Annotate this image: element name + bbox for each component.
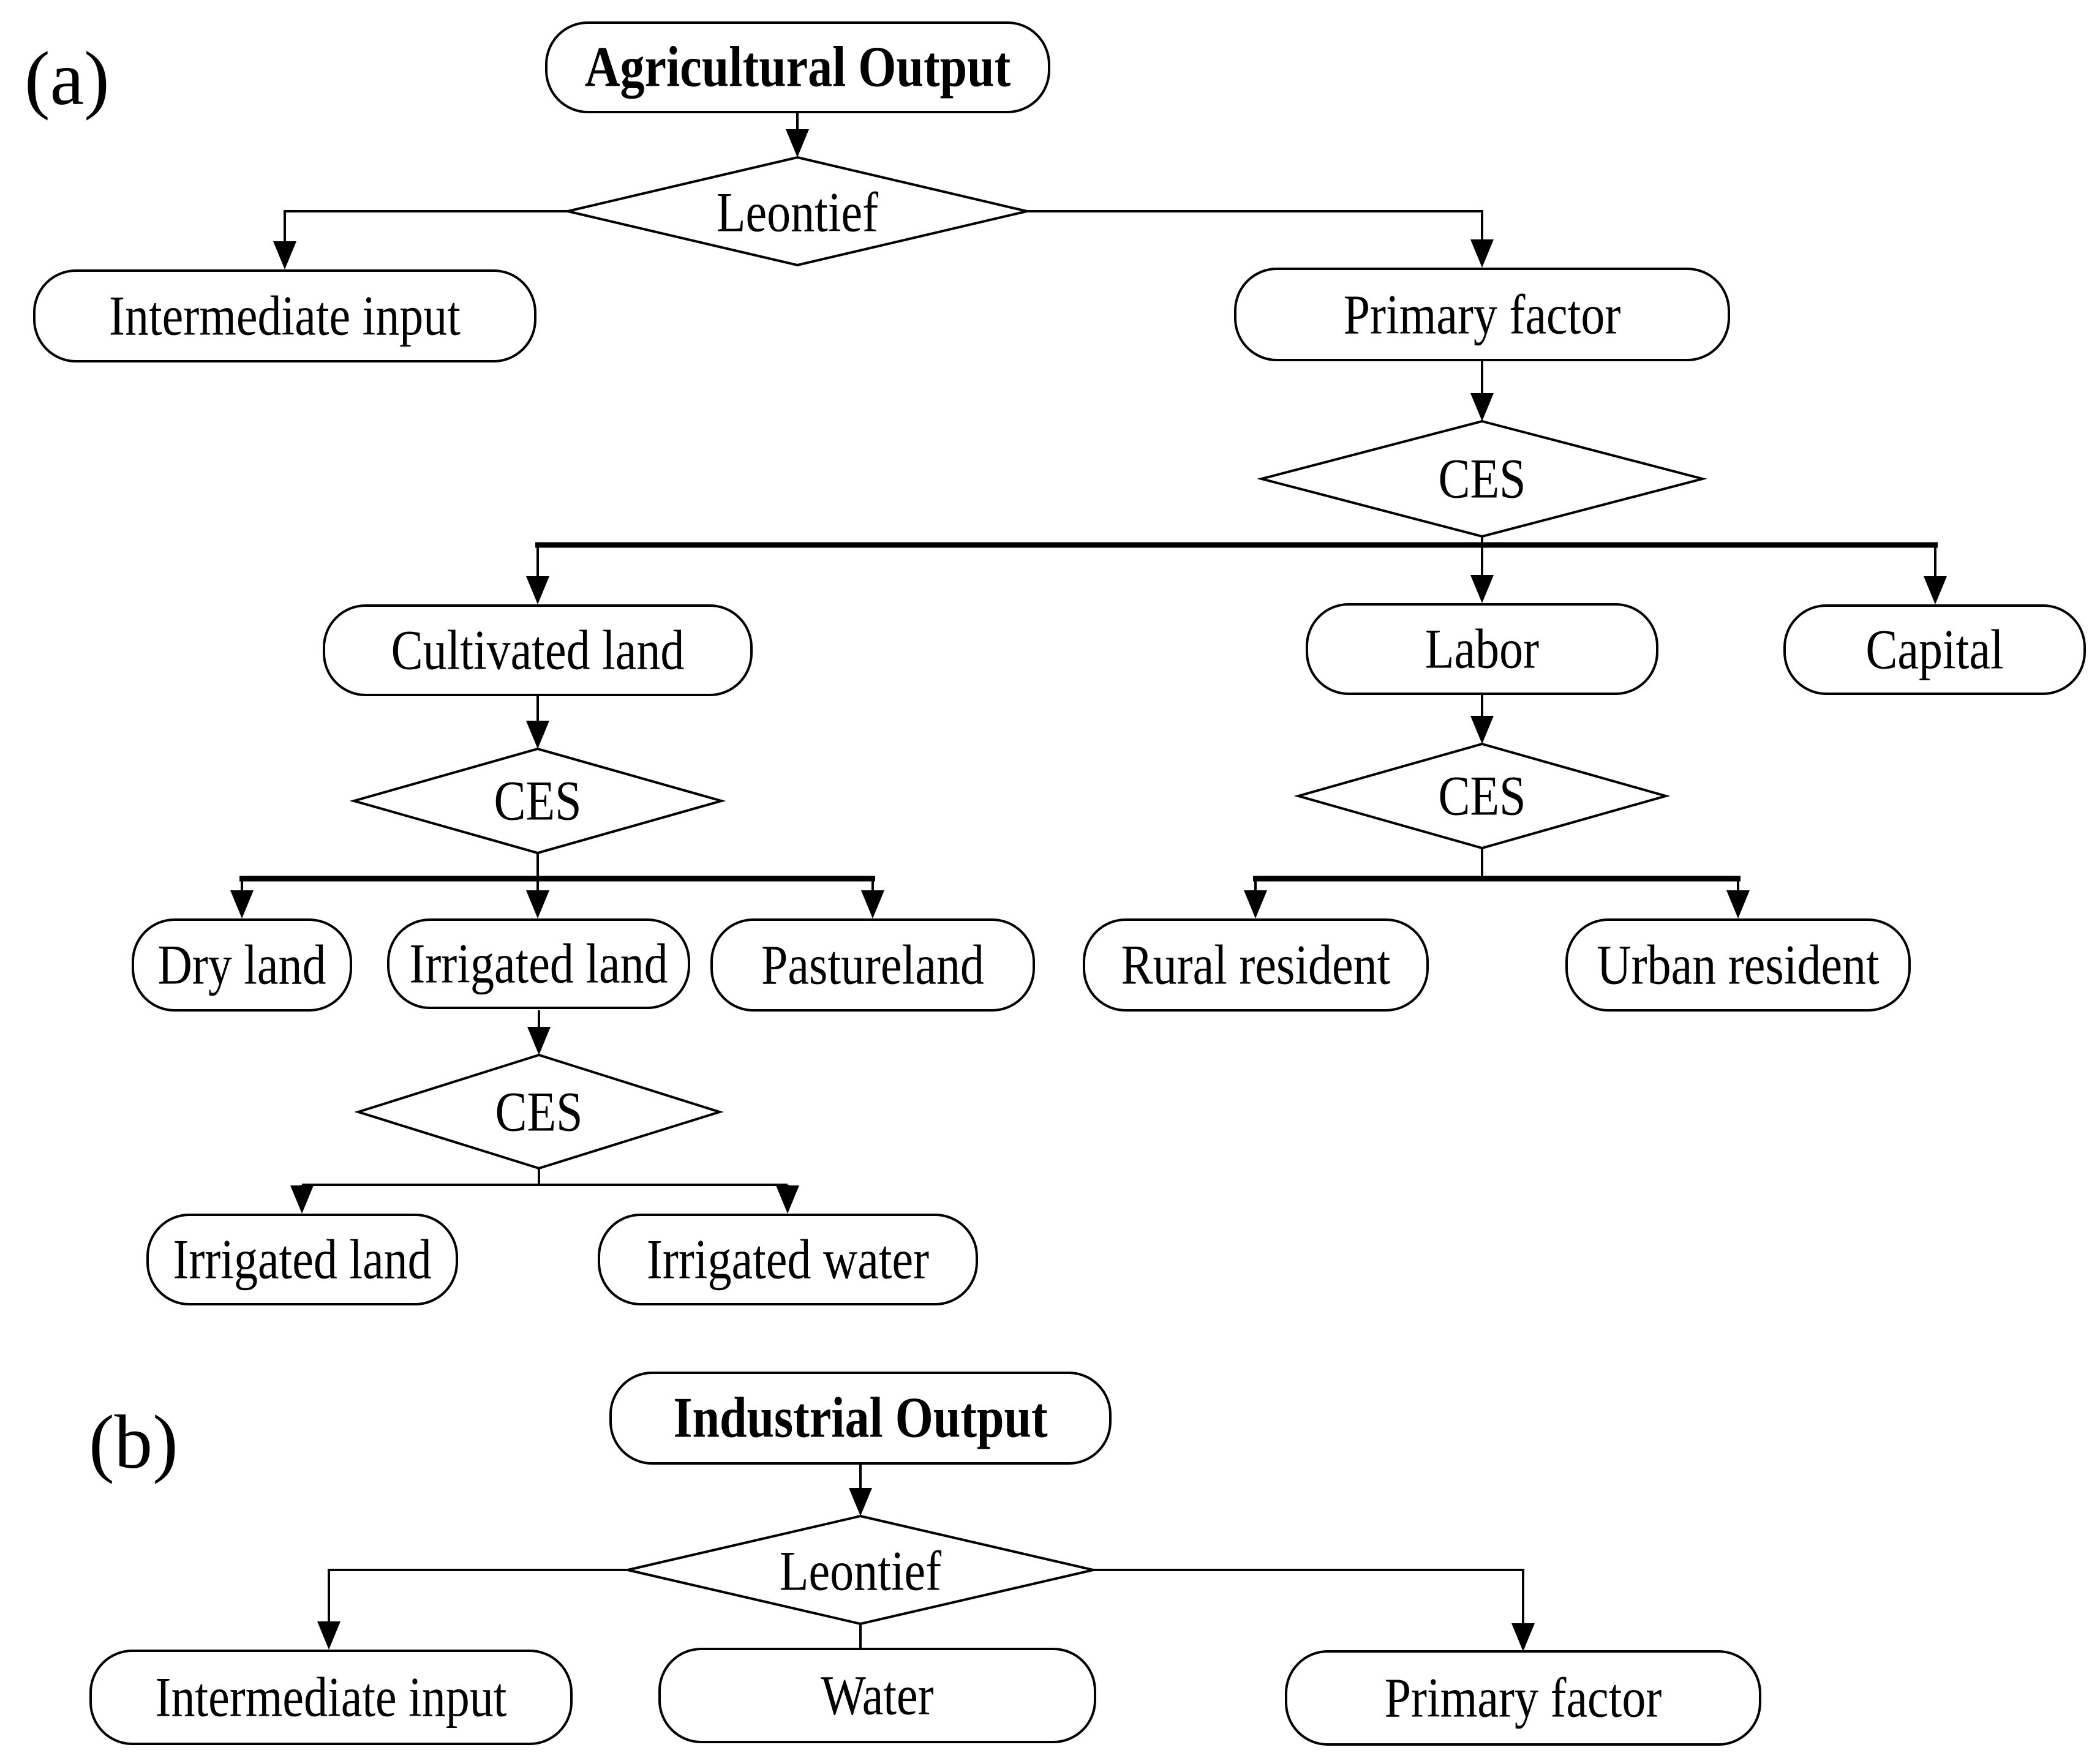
diamond-label-leontief-a: Leontief [716, 181, 879, 244]
node-intermediate-input-a: Intermediate input [33, 269, 536, 362]
arrowhead-icon [1470, 239, 1494, 268]
node-label: Cultivated land [391, 618, 685, 681]
node-capital: Capital [1783, 604, 2086, 695]
arrowhead-icon [290, 1185, 314, 1214]
node-label: Pastureland [761, 933, 984, 996]
diamond-label-ces-labor: CES [1438, 764, 1526, 827]
node-label: Industrial Output [673, 1386, 1048, 1450]
arrowhead-icon [849, 1488, 872, 1516]
node-dry-land: Dry land [132, 918, 352, 1012]
node-label: Irrigated land [409, 932, 668, 995]
arrowhead-icon [273, 241, 296, 269]
diamond-ces-primary [1257, 419, 1707, 538]
node-agricultural-output: Agricultural Output [545, 21, 1050, 113]
diamond-ces-labor [1293, 742, 1671, 850]
diamond-ces-cultivated [349, 747, 726, 855]
arrowhead-icon [230, 890, 254, 918]
node-irrigated-water: Irrigated water [598, 1214, 978, 1305]
node-label: Primary factor [1343, 282, 1621, 346]
node-label: Intermediate input [109, 284, 461, 347]
node-urban-resident: Urban resident [1565, 918, 1911, 1012]
node-pastureland: Pastureland [710, 918, 1035, 1012]
arrowhead-icon [1244, 890, 1267, 918]
diamond-ces-irrigated [354, 1053, 724, 1170]
arrowhead-icon [1470, 393, 1494, 421]
node-irrigated-land-leaf: Irrigated land [146, 1214, 458, 1305]
arrowhead-icon [786, 129, 809, 157]
node-rural-resident: Rural resident [1083, 918, 1429, 1012]
arrowhead-icon [317, 1621, 341, 1650]
panel-a-label: (a) [24, 37, 110, 121]
node-primary-factor-a: Primary factor [1234, 268, 1730, 361]
arrowhead-icon [527, 1027, 551, 1055]
node-label: Irrigated land [173, 1228, 432, 1291]
arrowhead-icon [861, 890, 884, 918]
node-label: Rural resident [1121, 933, 1391, 996]
diamond-leontief-a [567, 156, 1028, 267]
diamond-label-ces-cultivated: CES [494, 769, 582, 832]
diamond-label-ces-irrigated: CES [495, 1080, 583, 1143]
node-labor: Labor [1306, 603, 1658, 695]
node-label: Dry land [157, 933, 326, 996]
node-label: Capital [1865, 618, 2004, 681]
diamond-label-ces-primary: CES [1438, 447, 1526, 510]
node-label: Urban resident [1597, 933, 1880, 996]
arrowhead-icon [526, 721, 549, 749]
node-intermediate-input-b: Intermediate input [89, 1650, 573, 1745]
node-label: Agricultural Output [584, 35, 1011, 99]
diamond-leontief-b [627, 1514, 1094, 1626]
node-primary-factor-b: Primary factor [1285, 1650, 1761, 1746]
node-label: Intermediate input [155, 1665, 507, 1729]
arrowheads [230, 129, 1947, 1651]
arrowhead-icon [526, 576, 549, 604]
node-industrial-output: Industrial Output [609, 1372, 1112, 1465]
node-label: Irrigated water [646, 1228, 930, 1291]
arrowhead-icon [1726, 890, 1750, 918]
arrowhead-icon [776, 1185, 799, 1214]
arrowhead-icon [1511, 1623, 1535, 1651]
panel-b-label: (b) [89, 1400, 178, 1485]
node-label: Primary factor [1384, 1666, 1662, 1729]
node-water: Water [658, 1648, 1096, 1743]
arrowhead-icon [526, 890, 549, 918]
arrowhead-icon [1470, 716, 1494, 744]
arrowhead-icon [1924, 576, 1947, 604]
arrowhead-icon [1470, 575, 1494, 603]
diamond-label-leontief-b: Leontief [779, 1539, 942, 1602]
node-label: Labor [1424, 617, 1540, 680]
node-irrigated-land: Irrigated land [387, 918, 690, 1009]
junction-bars [239, 542, 1938, 882]
node-cultivated-land: Cultivated land [323, 604, 753, 696]
node-label: Water [821, 1664, 934, 1727]
